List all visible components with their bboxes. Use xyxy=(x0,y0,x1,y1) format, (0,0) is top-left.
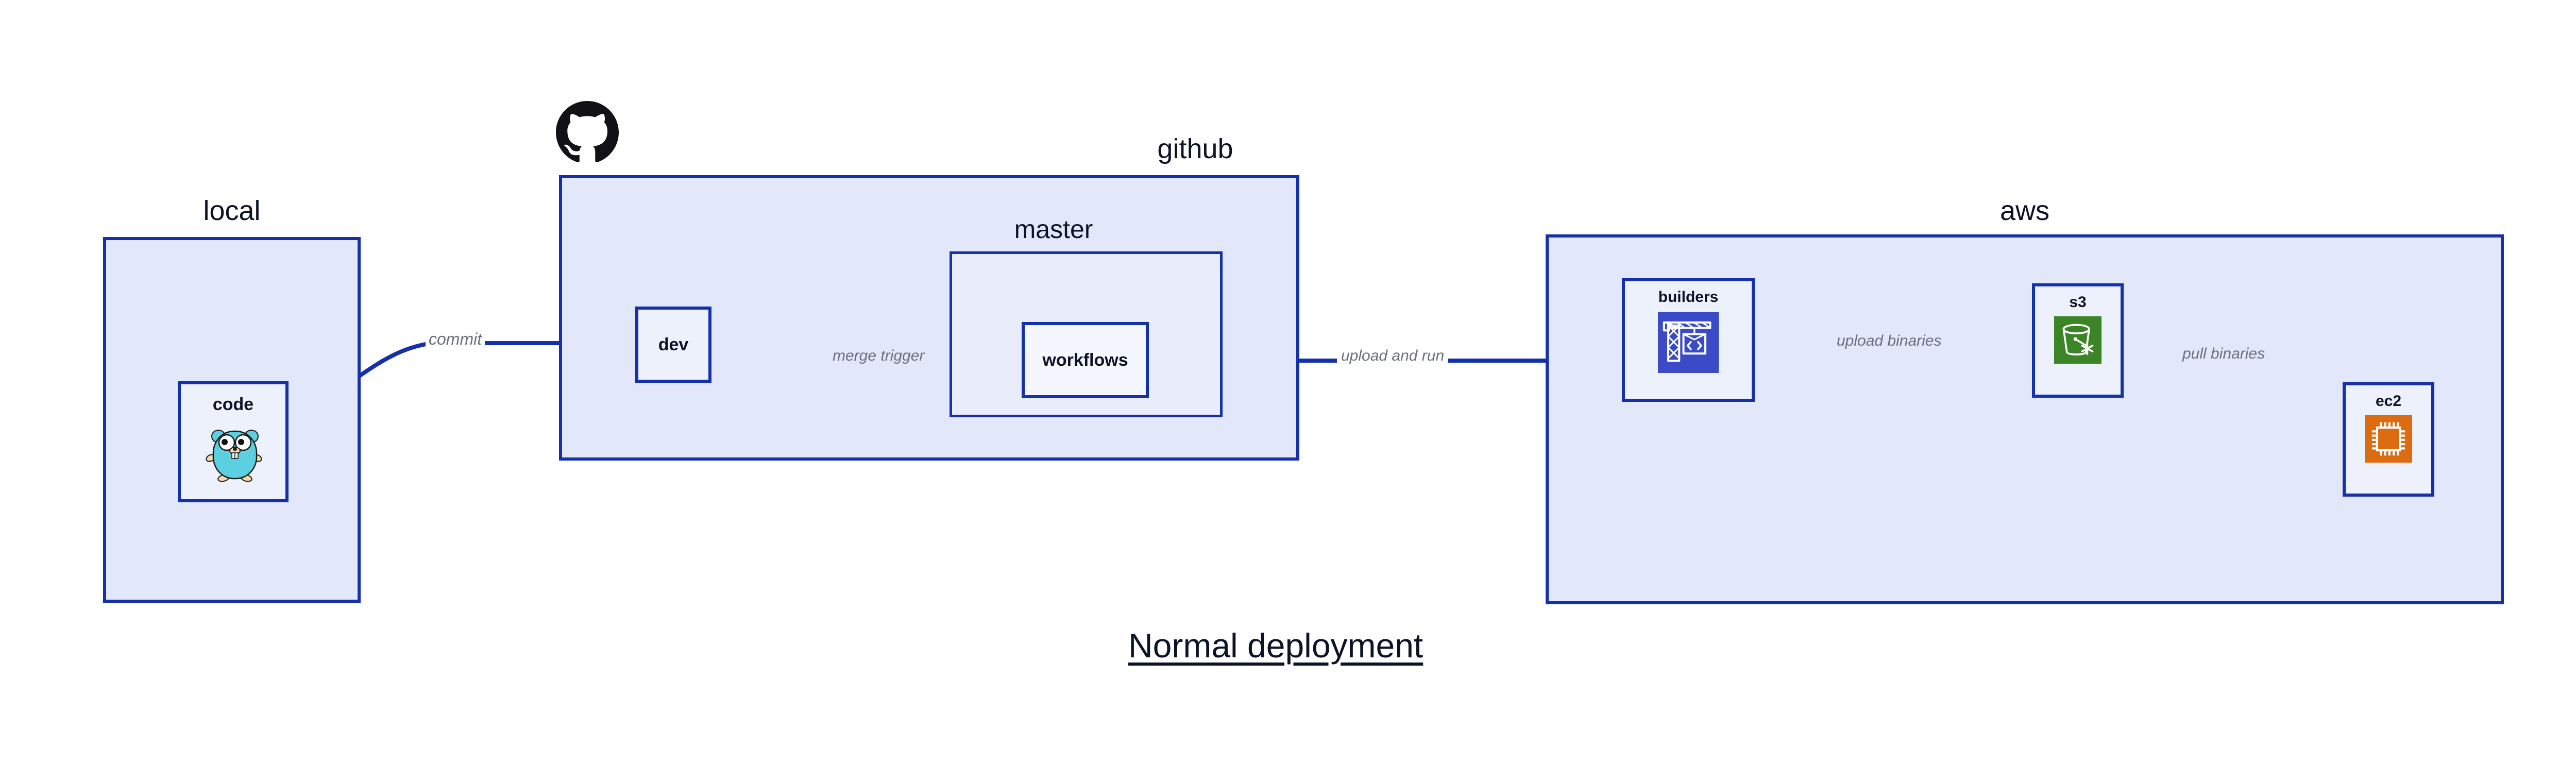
node-code[interactable]: code xyxy=(178,381,289,502)
node-title-workflows: workflows xyxy=(1042,350,1128,370)
node-title-ec2: ec2 xyxy=(2375,393,2402,410)
go-gopher-icon xyxy=(205,420,262,484)
node-ec2[interactable]: ec2 xyxy=(2343,382,2434,497)
node-title-code: code xyxy=(212,395,254,414)
group-label-aws: aws xyxy=(1999,195,2050,226)
edge-label-upload-binaries: upload binaries xyxy=(1833,332,1946,350)
edge-label-upload-and-run: upload and run xyxy=(1337,347,1449,365)
github-octocat-logo xyxy=(555,101,619,166)
node-builders[interactable]: builders xyxy=(1622,278,1755,402)
node-title-s3: s3 xyxy=(2069,294,2087,311)
s3-bucket-icon xyxy=(2054,316,2102,366)
crane-code-icon xyxy=(1658,312,1719,376)
edge-label-pull-binaries: pull binaries xyxy=(2178,345,2269,363)
node-workflows[interactable]: workflows xyxy=(1022,322,1149,398)
node-s3[interactable]: s3 xyxy=(2032,283,2124,398)
group-label-master: master xyxy=(1014,215,1093,244)
diagram-caption: Normal deployment xyxy=(1128,626,1423,665)
group-label-local: local xyxy=(203,195,261,226)
edge-label-commit: commit xyxy=(426,330,485,349)
edge-label-merge-trigger: merge trigger xyxy=(828,347,929,365)
node-title-builders: builders xyxy=(1658,288,1719,305)
cpu-chip-icon xyxy=(2365,415,2412,465)
group-label-github: github xyxy=(1157,133,1233,164)
node-dev[interactable]: dev xyxy=(635,307,711,383)
node-title-dev: dev xyxy=(658,334,689,354)
